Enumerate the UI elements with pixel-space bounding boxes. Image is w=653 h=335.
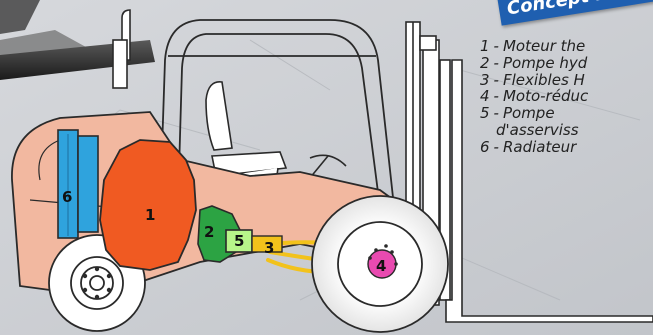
legend-label-continuation: d'asserviss [480, 122, 653, 139]
legend-item: 1-Moteur the [480, 38, 653, 55]
legend-label: Flexibles H [503, 72, 585, 89]
label-servo-pump: 5 [234, 232, 244, 250]
label-radiator: 6 [62, 188, 72, 206]
legend-number: 5 [480, 105, 490, 122]
label-engine: 1 [145, 206, 155, 224]
legend-separator: - [490, 105, 503, 122]
legend: 1-Moteur the 2-Pompe hyd 3-Flexibles H 4… [480, 38, 653, 156]
legend-separator: - [490, 38, 503, 55]
legend-item: 6-Radiateur [480, 139, 653, 156]
legend-item: 2-Pompe hyd [480, 55, 653, 72]
legend-separator: - [490, 72, 503, 89]
label-motor: 4 [376, 257, 386, 275]
legend-label: Radiateur [503, 139, 576, 156]
legend-number: 2 [480, 55, 490, 72]
legend-label: Moteur the [503, 38, 585, 55]
legend-number: 4 [480, 88, 490, 105]
legend-label: Moto-réduc [503, 88, 588, 105]
legend-separator: - [490, 139, 503, 156]
engine [100, 140, 196, 270]
legend-item: 4-Moto-réduc [480, 88, 653, 105]
legend-item: 3-Flexibles H [480, 72, 653, 89]
label-pump: 2 [204, 223, 214, 241]
radiator [58, 130, 98, 238]
label-hoses: 3 [264, 239, 274, 257]
legend-separator: - [490, 88, 503, 105]
legend-label: Pompe [503, 105, 555, 122]
legend-number: 1 [480, 38, 490, 55]
legend-separator: - [490, 55, 503, 72]
legend-number: 6 [480, 139, 490, 156]
legend-item: 5-Pompe [480, 105, 653, 122]
legend-label: Pompe hyd [503, 55, 587, 72]
legend-number: 3 [480, 72, 490, 89]
